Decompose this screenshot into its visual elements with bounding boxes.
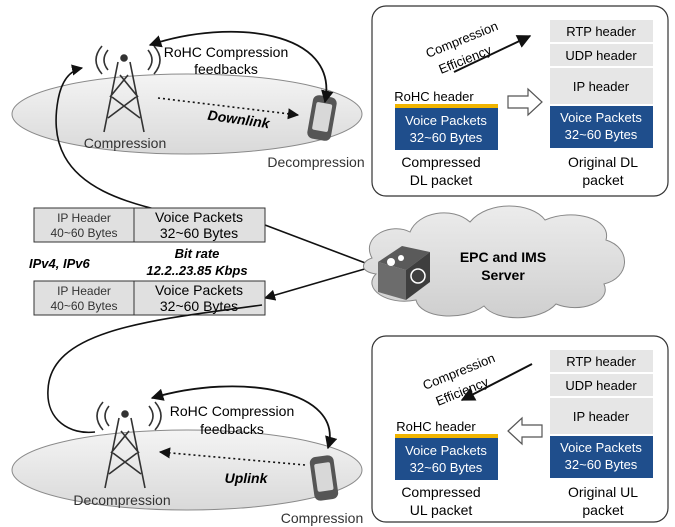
uplink-tower-label: Decompression xyxy=(73,492,170,508)
dl-efficiency-arrow xyxy=(453,35,532,73)
dl-udp-header: UDP header xyxy=(565,48,637,63)
ul-original-voice-1: Voice Packets xyxy=(560,440,642,455)
dl-original-voice-1: Voice Packets xyxy=(560,110,642,125)
ul-compressed-voice-box xyxy=(395,438,498,480)
downlink-feedback-label-2: feedbacks xyxy=(194,61,258,77)
packet2-voice-2: 32~60 Bytes xyxy=(160,298,238,314)
ul-rtp-header-box xyxy=(550,350,653,372)
ul-rohc-header: RoHC header xyxy=(396,419,476,434)
packet1-voice-1: Voice Packets xyxy=(155,209,243,225)
uplink-phone-label: Compression xyxy=(281,510,363,526)
ul-ip-header: IP header xyxy=(573,409,630,424)
bitrate-label-1: Bit rate xyxy=(175,246,220,261)
server-gear-icon xyxy=(378,246,430,300)
ul-compressed-caption-1: Compressed xyxy=(401,484,480,500)
dl-original-voice-box xyxy=(550,106,653,148)
ul-compressed-caption-2: UL packet xyxy=(410,502,473,518)
dl-rohc-bar xyxy=(395,104,498,108)
dl-compressed-voice-1: Voice Packets xyxy=(405,113,487,128)
dl-right-arrow xyxy=(507,87,543,117)
packet2-ip-header-1: IP Header xyxy=(57,284,111,298)
uplink-feedback-label-1: RoHC Compression xyxy=(170,403,294,419)
packet2-ip-header-2: 40~60 Bytes xyxy=(50,299,117,313)
dl-original-caption-1: Original DL xyxy=(568,154,638,170)
ul-compressed-voice-1: Voice Packets xyxy=(405,443,487,458)
dl-compressed-caption-1: Compressed xyxy=(401,154,480,170)
ul-original-voice-2: 32~60 Bytes xyxy=(565,457,638,472)
ul-udp-header-box xyxy=(550,374,653,396)
packet2-voice-box xyxy=(133,280,266,316)
packet1-voice-box xyxy=(133,207,266,243)
downlink-phone-label: Decompression xyxy=(267,154,364,170)
packet1-voice-2: 32~60 Bytes xyxy=(160,225,238,241)
dl-compressed-voice-box xyxy=(395,108,498,150)
uplink-label: Uplink xyxy=(225,470,269,486)
packet1-ip-header-2: 40~60 Bytes xyxy=(50,226,117,240)
dl-ip-header: IP header xyxy=(573,79,630,94)
uplink-cell-ellipse xyxy=(11,429,363,511)
tower-icon xyxy=(96,401,162,489)
dl-compressed-caption-2: DL packet xyxy=(410,172,473,188)
bitrate-label-2: 12.2..23.85 Kbps xyxy=(146,263,247,278)
downlink-feedback-arc xyxy=(148,30,334,104)
downlink-feedback-label-1: RoHC Compression xyxy=(164,44,288,60)
packet2-voice-1: Voice Packets xyxy=(155,282,243,298)
uplink-path-line xyxy=(47,304,263,434)
uplink-feedback-arc xyxy=(150,385,338,450)
dl-rohc-header: RoHC header xyxy=(394,89,474,104)
ul-compressed-voice-2: 32~60 Bytes xyxy=(410,460,483,475)
ul-original-caption-1: Original UL xyxy=(568,484,638,500)
ul-left-arrow xyxy=(507,416,543,446)
cloud-label-1: EPC and IMS xyxy=(460,249,546,265)
ul-efficiency-arrow xyxy=(460,363,533,401)
dl-compressed-voice-2: 32~60 Bytes xyxy=(410,130,483,145)
ip-versions-label: IPv4, IPv6 xyxy=(29,256,90,271)
ul-rtp-header: RTP header xyxy=(566,354,636,369)
dl-original-voice-2: 32~60 Bytes xyxy=(565,127,638,142)
uplink-feedback-label-2: feedbacks xyxy=(200,421,264,437)
downlink-dotted-arrow xyxy=(157,97,300,120)
ul-original-voice-box xyxy=(550,436,653,478)
epc-ims-cloud xyxy=(363,205,625,319)
dl-rtp-header: RTP header xyxy=(566,24,636,39)
packet1-ip-header-box xyxy=(33,207,135,243)
tower-icon xyxy=(95,45,161,133)
downlink-tower-label: Compression xyxy=(84,135,166,151)
dl-rtp-header-box xyxy=(550,20,653,42)
packet1-to-cloud-line xyxy=(264,224,369,265)
packet2-ip-header-box xyxy=(33,280,135,316)
phone-icon xyxy=(309,455,339,501)
ul-rohc-bar xyxy=(395,434,498,438)
dl-original-caption-2: packet xyxy=(582,172,623,188)
ul-original-caption-2: packet xyxy=(582,502,623,518)
uplink-dotted-arrow xyxy=(158,447,306,466)
phone-icon xyxy=(307,95,337,141)
dl-udp-header-box xyxy=(550,44,653,66)
packet1-ip-header-1: IP Header xyxy=(57,211,111,225)
cloud-label-2: Server xyxy=(481,267,525,283)
downlink-cell-ellipse xyxy=(11,73,363,155)
packet2-to-cloud-line xyxy=(263,267,369,301)
ul-ip-header-box xyxy=(550,398,653,434)
dl-ip-header-box xyxy=(550,68,653,104)
ul-udp-header: UDP header xyxy=(565,378,637,393)
